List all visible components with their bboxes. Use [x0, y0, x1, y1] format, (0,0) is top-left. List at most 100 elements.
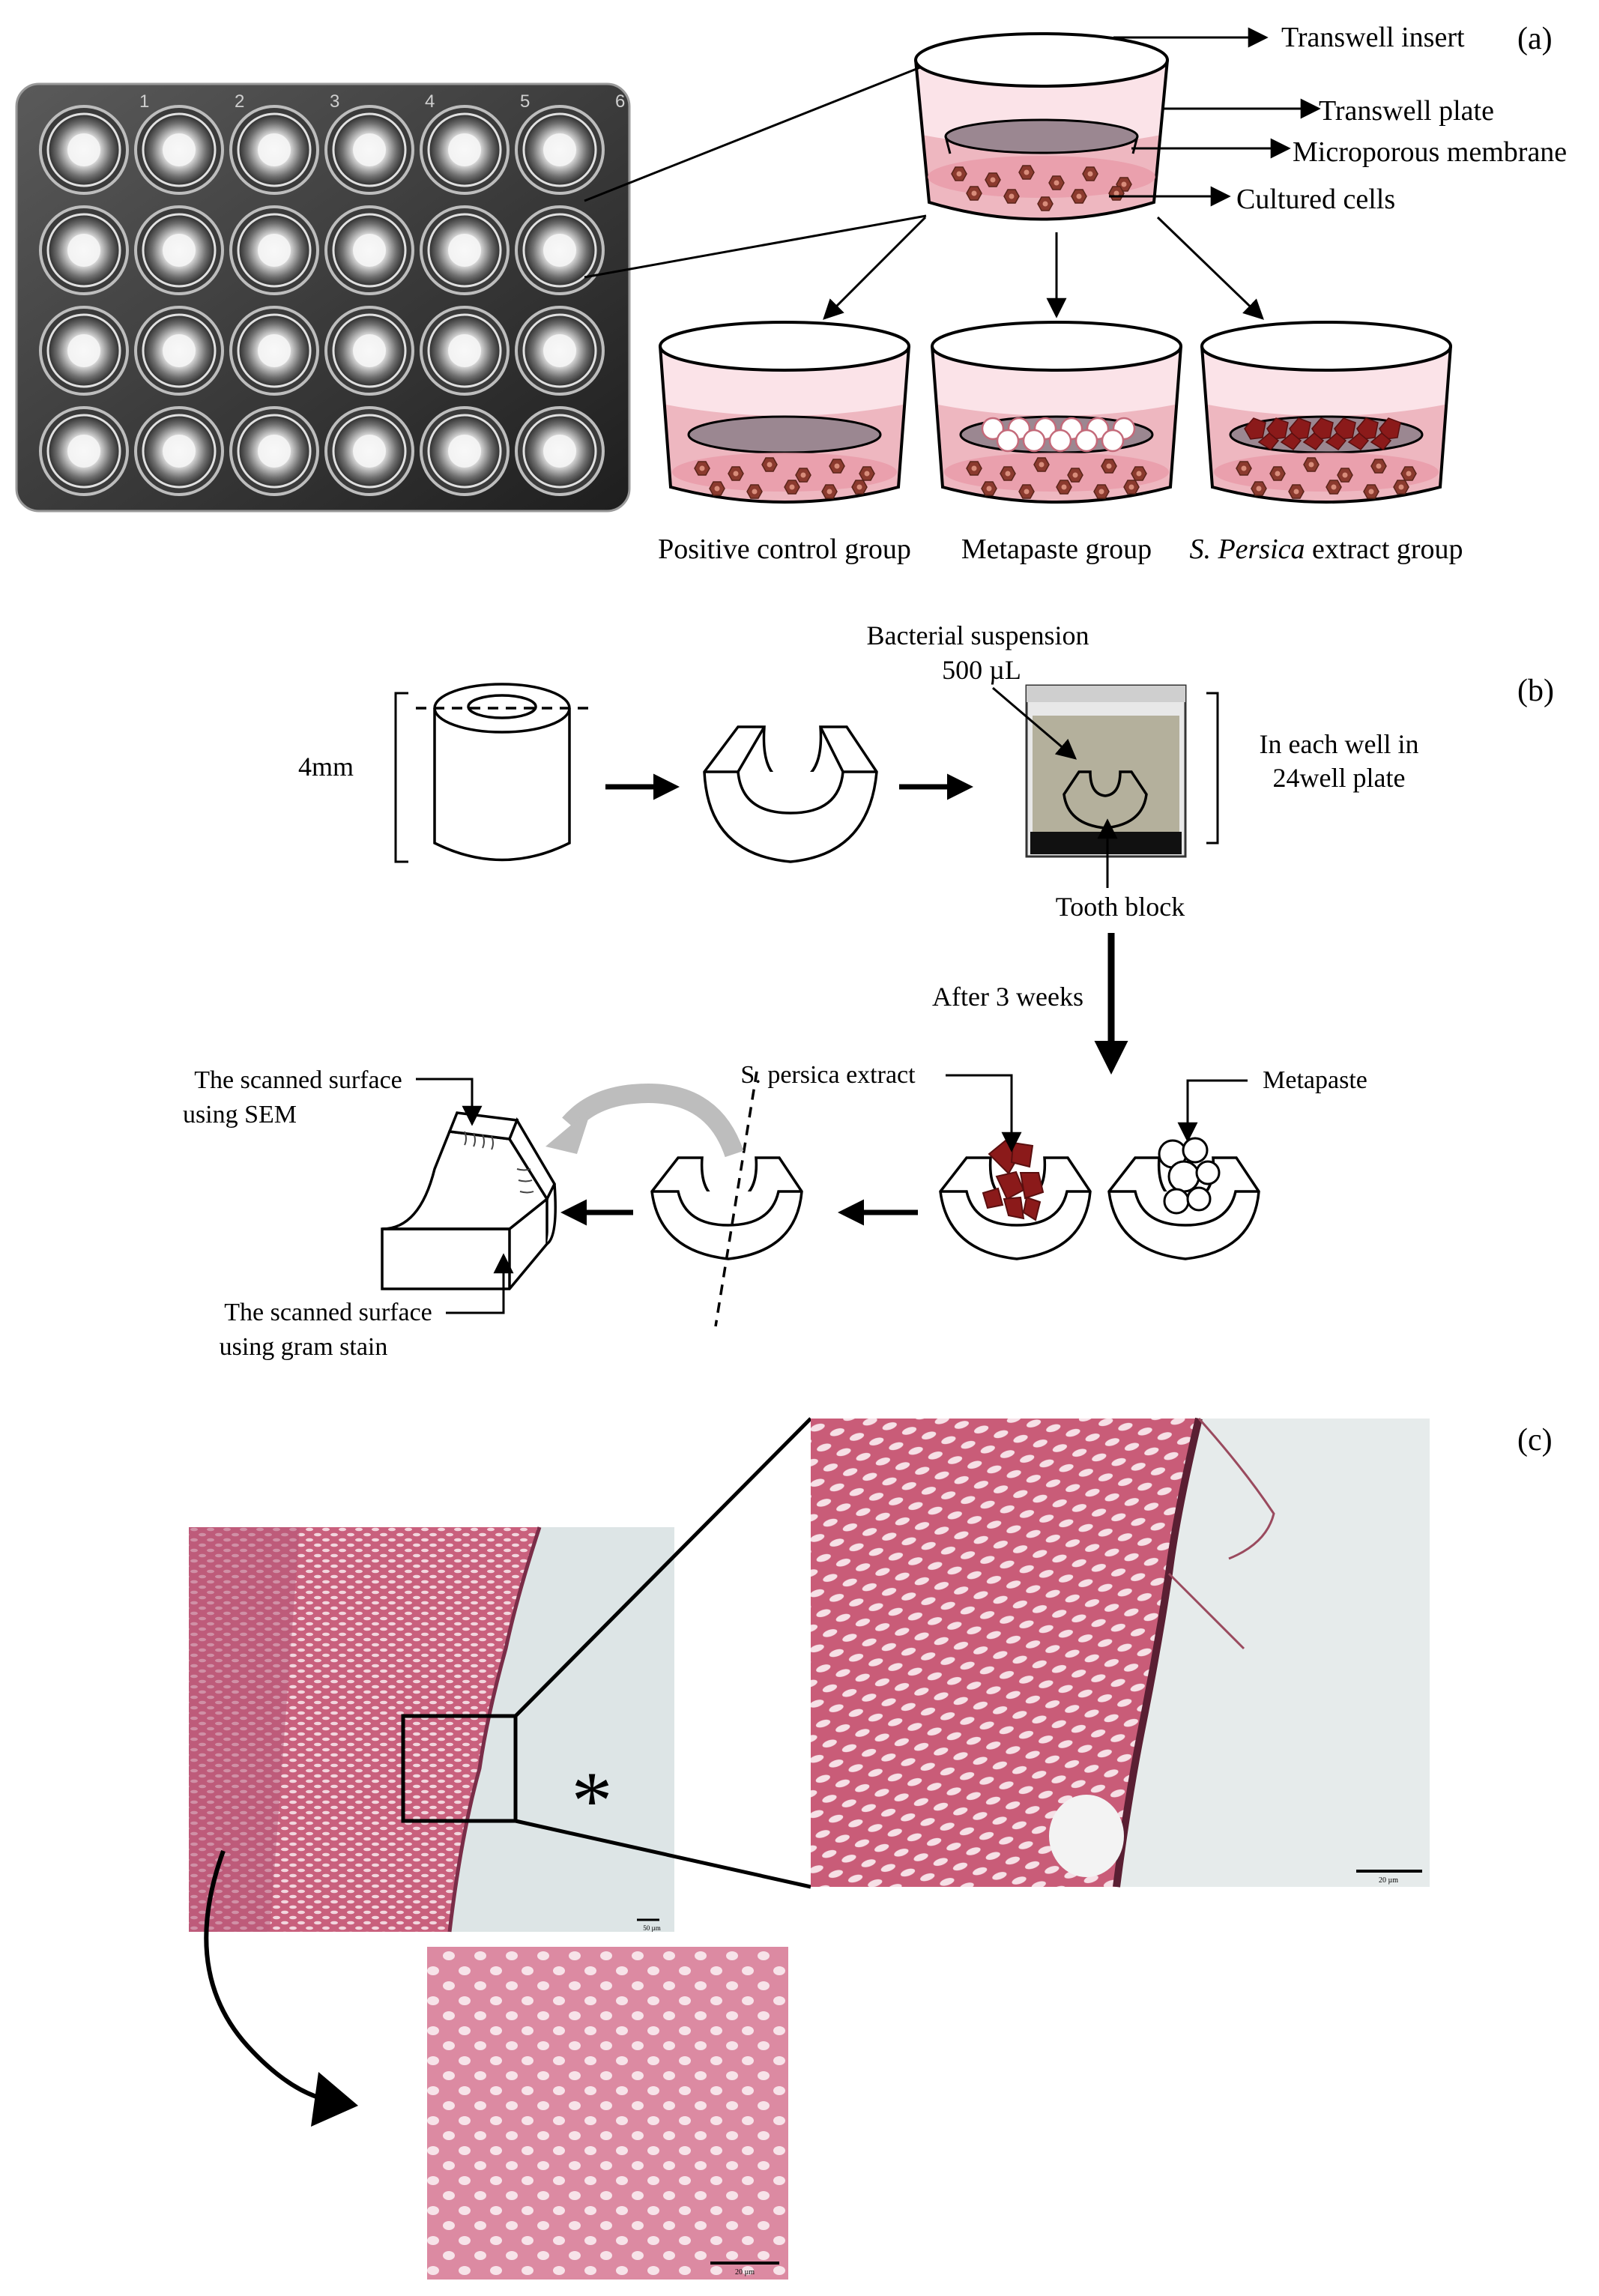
cultured-cell	[709, 481, 725, 496]
connector-line-top	[584, 66, 921, 202]
plate-well	[324, 406, 414, 496]
transwell-schematic	[914, 32, 1169, 221]
cultured-cell	[1269, 466, 1286, 481]
cultured-cell	[1363, 484, 1379, 499]
cultured-cell	[859, 466, 875, 481]
cultured-cell	[1251, 481, 1267, 496]
connector-line-bottom	[584, 214, 927, 279]
gram-label-line1: The scanned surface	[224, 1299, 432, 1326]
dimension-label: 4mm	[298, 752, 354, 782]
cultured-cell	[1337, 468, 1353, 483]
plate-wells	[39, 105, 605, 496]
plate-column-label: 6	[615, 91, 625, 112]
rotate-arrow	[562, 1084, 744, 1158]
plate-well	[515, 205, 605, 295]
plate-well	[420, 406, 510, 496]
cultured-cell	[795, 468, 811, 483]
cultured-cell	[851, 480, 868, 495]
cultured-cell	[1288, 484, 1305, 499]
arrow-to-spersica	[1156, 216, 1264, 320]
plate-well	[39, 105, 129, 195]
plate-well	[324, 306, 414, 396]
cultured-cells-main	[951, 165, 1132, 211]
cultured-cell	[1003, 189, 1020, 204]
micrograph-zoom	[811, 1417, 1430, 1888]
panel-c-letter: (c)	[1517, 1423, 1553, 1457]
cultured-cell	[1056, 480, 1072, 495]
volume-label: 500 µL	[942, 655, 1021, 685]
cultured-cell	[981, 481, 997, 496]
label-transwell-insert: Transwell insert	[1281, 22, 1465, 53]
plate-well	[324, 205, 414, 295]
cultured-cell	[728, 466, 744, 481]
zoom-connector-top	[514, 1417, 812, 1718]
tooth-cylinder	[416, 683, 596, 862]
plate-well	[229, 406, 319, 496]
cultured-cell	[1326, 480, 1342, 495]
cultured-cell	[1108, 186, 1125, 201]
plate-well	[39, 306, 129, 396]
beaker-metapaste	[931, 321, 1182, 504]
cultured-cell	[1393, 480, 1409, 495]
group-beakers	[659, 321, 1452, 504]
cultured-cell	[784, 480, 800, 495]
label-microporous-membrane: Microporous membrane	[1293, 136, 1567, 168]
arrow-gram	[446, 1253, 514, 1314]
arrow-suspension	[992, 686, 1077, 760]
section-block	[381, 1111, 557, 1290]
cultured-cell	[985, 172, 1001, 187]
scale-bar-bottom: 20 µm	[735, 2268, 755, 2277]
sem-label-line2: using SEM	[183, 1101, 297, 1129]
spersica-extract-pieces	[982, 1139, 1045, 1221]
cultured-cell	[761, 457, 778, 472]
scale-bar-overview: 50 µm	[643, 1924, 660, 1932]
plate-well	[515, 306, 605, 396]
plate-well	[134, 306, 224, 396]
plate-column-label: 5	[520, 91, 530, 112]
cultured-cell	[1071, 189, 1087, 204]
cultured-cell	[746, 484, 763, 499]
group-label-metapaste: Metapaste group	[961, 534, 1152, 565]
split-block	[650, 1071, 803, 1327]
label-cultured-cells: Cultured cells	[1236, 184, 1395, 215]
cultured-cell	[951, 166, 967, 181]
plate-column-label: 2	[235, 91, 244, 112]
cultured-cell	[1123, 480, 1140, 495]
plate-well	[420, 306, 510, 396]
cultured-cell	[1101, 459, 1117, 474]
plate-well	[324, 105, 414, 195]
gram-label-line2: using gram stain	[220, 1333, 388, 1361]
cultured-cell	[1067, 468, 1083, 483]
plate-column-label: 3	[330, 91, 339, 112]
cultured-cell	[1236, 461, 1252, 476]
cultured-cell	[1131, 466, 1147, 481]
plate-well	[515, 105, 605, 195]
group-label-spersica: S. Persica extract group	[1189, 534, 1463, 565]
plate-well	[229, 306, 319, 396]
panel-a-letter: (a)	[1517, 22, 1553, 56]
cultured-cell	[1018, 165, 1035, 180]
beaker-spersica	[1200, 321, 1452, 504]
after-weeks-label: After 3 weeks	[932, 982, 1083, 1012]
plate-well	[134, 406, 224, 496]
panel-b-letter: (b)	[1517, 674, 1554, 708]
group-label-positive: Positive control group	[658, 534, 911, 565]
cultured-cell	[1370, 459, 1387, 474]
bacterial-suspension-label: Bacterial suspension	[867, 620, 1089, 650]
scale-bar-zoom: 20 µm	[1379, 1876, 1398, 1885]
well-note-line2: 24well plate	[1273, 763, 1406, 793]
half-tooth-block	[703, 725, 878, 863]
zoom-box	[401, 1714, 518, 1823]
arrow-sem	[416, 1078, 483, 1126]
sem-label-line1: The scanned surface	[194, 1066, 402, 1094]
scanned-lines	[464, 1131, 534, 1194]
cultured-cell	[1093, 484, 1110, 499]
cultured-cell	[1037, 196, 1054, 211]
cultured-cell	[966, 461, 982, 476]
cultured-cell	[1400, 466, 1417, 481]
cultured-cell	[829, 459, 845, 474]
plate-well	[134, 105, 224, 195]
cultured-cell	[1033, 457, 1050, 472]
